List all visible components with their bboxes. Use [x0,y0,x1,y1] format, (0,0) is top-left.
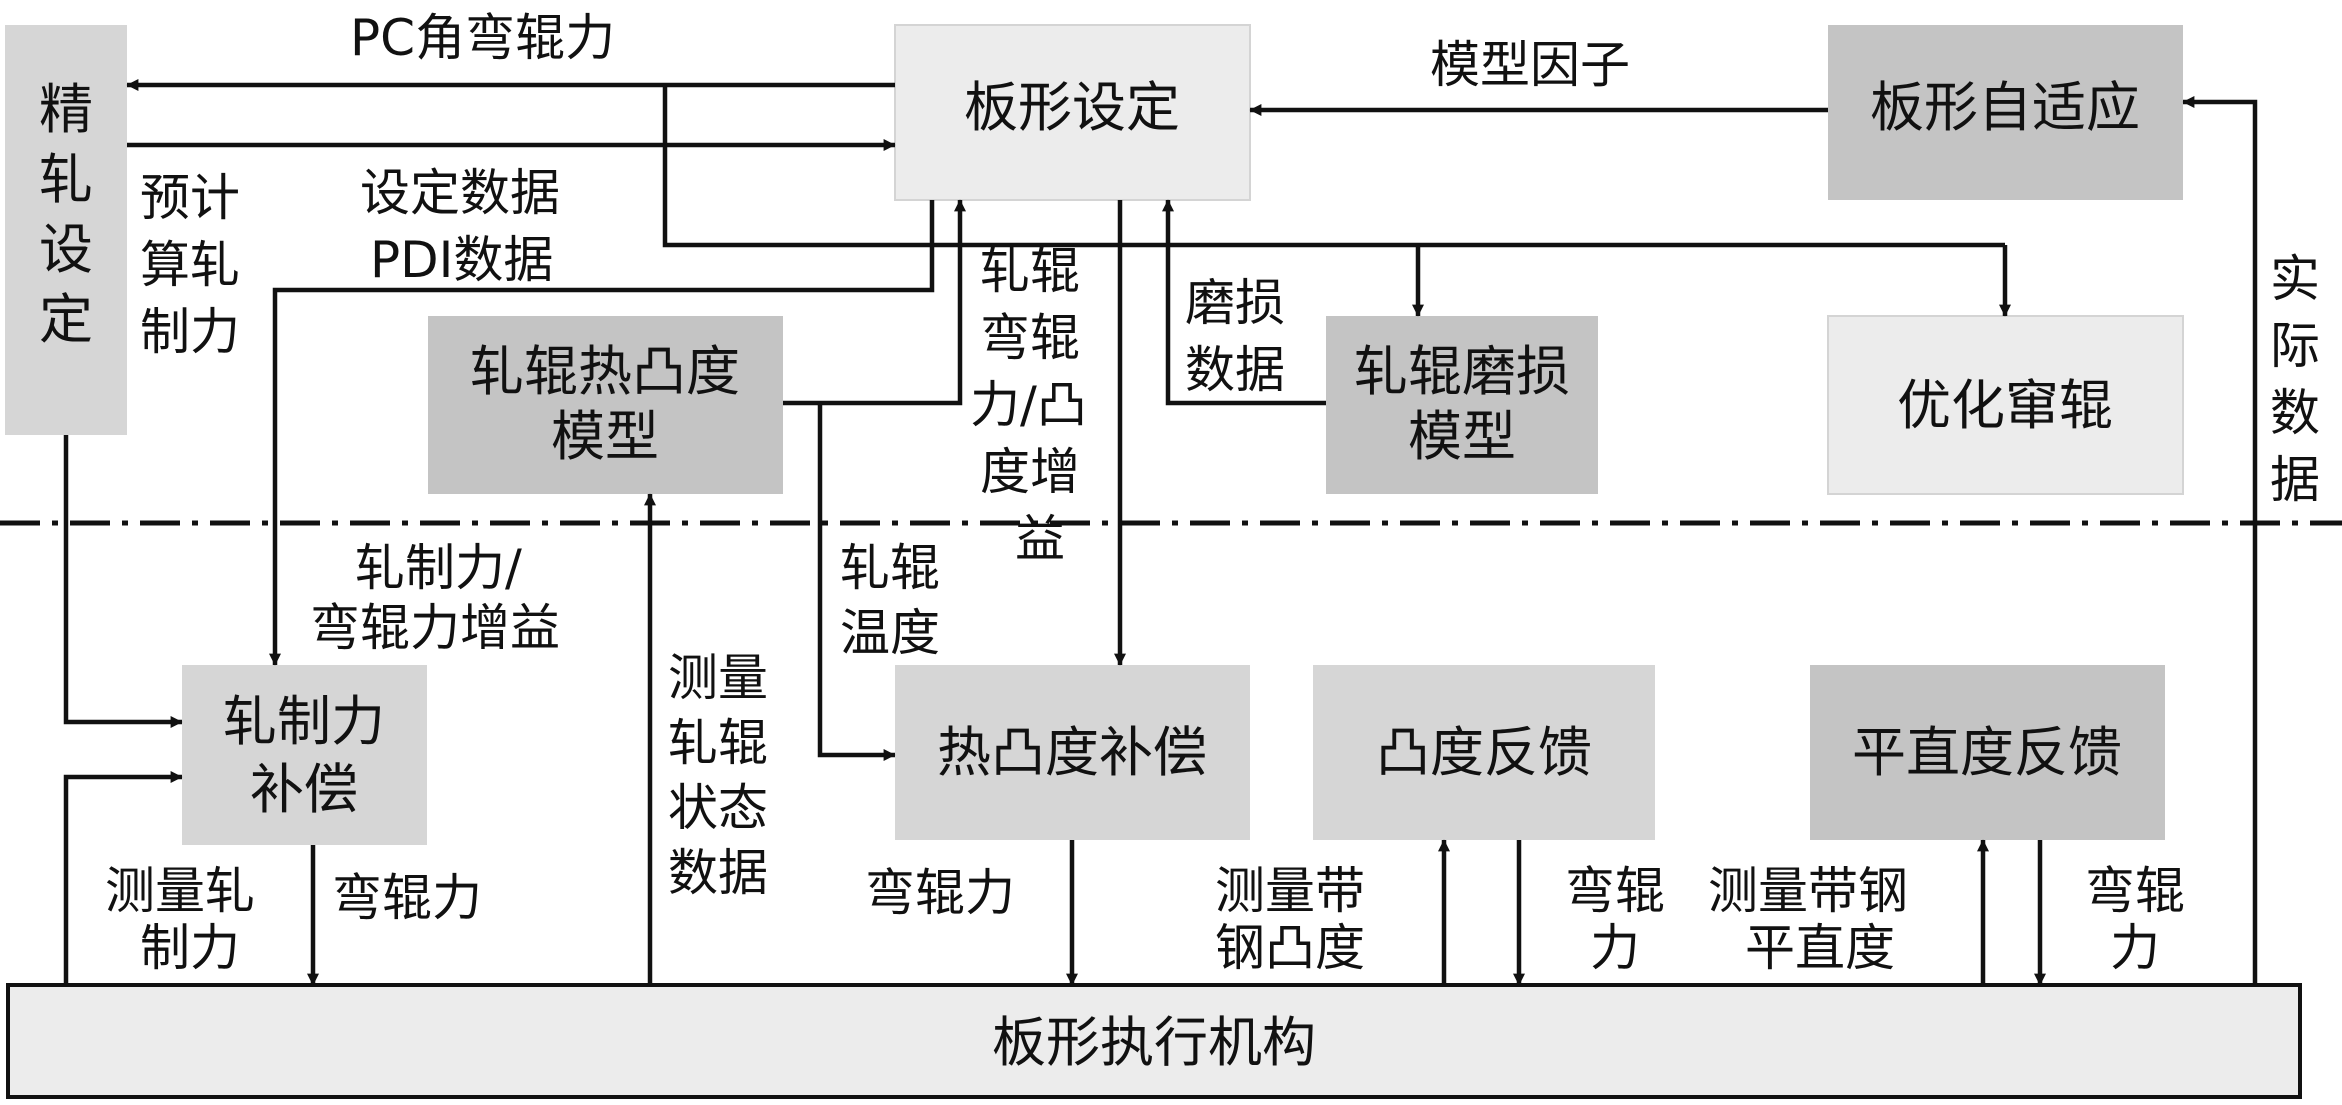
box-flatness-feedback: 平直度反馈 [1810,665,2165,840]
label-setup-data: 设定数据 [360,164,560,222]
svg-text:实: 实 [2270,250,2320,308]
box-shape-adaptive: 板形自适应 [1828,25,2183,200]
arrow-force-gain [269,200,935,666]
label-measured-strip-flatness: 测量带钢 平直度 [1708,862,1908,977]
svg-text:轧辊热凸度: 轧辊热凸度 [470,340,740,403]
svg-text:轧制力/: 轧制力/ [355,539,522,597]
label-bending-4: 弯辊 力 [2085,862,2185,977]
box-thermal-crown-comp: 热凸度补偿 [895,665,1250,840]
svg-text:模型: 模型 [1408,405,1516,468]
svg-text:钢凸度: 钢凸度 [1215,919,1365,977]
svg-text:预计: 预计 [140,169,240,227]
arrow-roll-temperature [817,403,896,761]
svg-text:补偿: 补偿 [250,758,358,821]
svg-text:定: 定 [39,288,93,351]
box-rolling-force-comp: 轧制力 补偿 [182,665,427,845]
label-bending-2: 弯辊力 [865,864,1015,922]
svg-text:弯辊: 弯辊 [980,309,1080,367]
line-branch-top [662,85,2005,248]
box-thermal-crown-model: 轧辊热凸度 模型 [428,316,783,494]
arrow-measured-force [63,771,183,985]
svg-text:轧辊: 轧辊 [668,714,768,772]
label-model-factor: 模型因子 [1430,36,1630,94]
arrow-actual-data [2182,96,2258,985]
label-actual-data: 实 际 数 据 [2270,250,2320,509]
label-wear-data: 磨损 数据 [1185,274,1285,399]
label-bending-crown-gain: 轧辊 弯辊 力/凸 度增 益 [970,242,1087,568]
svg-text:板形自适应: 板形自适应 [1870,76,2140,139]
label-force-bending-gain: 轧制力/ 弯辊力增益 [310,539,560,657]
svg-text:板形设定: 板形设定 [964,76,1180,139]
svg-text:热凸度补偿: 热凸度补偿 [937,721,1207,784]
label-pdi-data: PDI数据 [370,231,553,289]
label-measured-strip-crown: 测量带 钢凸度 [1215,862,1365,977]
svg-text:状态: 状态 [668,779,768,837]
svg-text:板形执行机构: 板形执行机构 [992,1011,1316,1074]
svg-text:度增: 度增 [980,443,1080,501]
svg-text:制力: 制力 [140,303,240,361]
svg-text:力: 力 [2110,919,2160,977]
svg-text:力: 力 [1590,919,1640,977]
box-crown-feedback: 凸度反馈 [1313,665,1655,840]
svg-text:算轧: 算轧 [140,236,240,294]
box-shape-setup: 板形设定 [894,24,1251,201]
svg-text:际: 际 [2270,317,2320,375]
svg-text:轧制力: 轧制力 [223,690,385,753]
svg-text:测量: 测量 [668,649,768,707]
label-predicted-force: 预计 算轧 制力 [140,169,240,361]
svg-text:据: 据 [2270,451,2320,509]
svg-text:磨损: 磨损 [1185,274,1285,332]
box-roll-wear-model: 轧辊磨损 模型 [1326,316,1598,494]
svg-text:设: 设 [39,218,93,281]
label-pc-bending: PC角弯辊力 [350,9,615,67]
svg-text:精: 精 [39,78,93,141]
svg-text:弯辊: 弯辊 [2085,862,2185,920]
svg-text:平直度: 平直度 [1745,919,1895,977]
svg-text:测量带: 测量带 [1215,862,1365,920]
svg-text:数据: 数据 [1185,341,1285,399]
svg-text:弯辊力增益: 弯辊力增益 [310,599,560,657]
label-roll-temperature: 轧辊 温度 [840,539,940,662]
box-fine-rolling-setup: 精 轧 设 定 [5,25,127,435]
svg-text:温度: 温度 [840,604,940,662]
label-bending-3: 弯辊 力 [1565,862,1665,977]
label-measured-roll-state: 测量 轧辊 状态 数据 [668,649,768,902]
svg-text:弯辊: 弯辊 [1565,862,1665,920]
svg-text:模型: 模型 [551,405,659,468]
svg-text:益: 益 [1015,510,1065,568]
svg-text:力/凸: 力/凸 [970,376,1087,434]
svg-text:轧辊: 轧辊 [980,242,1080,300]
svg-text:轧: 轧 [39,148,93,211]
svg-text:测量轧: 测量轧 [105,862,255,920]
svg-text:制力: 制力 [140,919,240,977]
arrow-predicted-force [63,435,183,728]
box-optimized-channeling: 优化窜辊 [1827,315,2184,495]
label-bending-1: 弯辊力 [332,869,482,927]
svg-text:数据: 数据 [668,844,768,902]
svg-text:轧辊磨损: 轧辊磨损 [1354,340,1570,403]
svg-text:轧辊: 轧辊 [840,539,940,597]
box-shape-actuator: 板形执行机构 [6,983,2302,1099]
svg-text:平直度反馈: 平直度反馈 [1852,721,2122,784]
arrow-wear-data [1162,199,1326,406]
arrow-thermal-model-to-setup [783,199,966,406]
svg-text:测量带钢: 测量带钢 [1708,862,1908,920]
svg-text:优化窜辊: 优化窜辊 [1897,374,2113,437]
svg-text:凸度反馈: 凸度反馈 [1376,721,1592,784]
svg-text:数: 数 [2270,384,2320,442]
label-measured-force: 测量轧 制力 [105,862,255,977]
